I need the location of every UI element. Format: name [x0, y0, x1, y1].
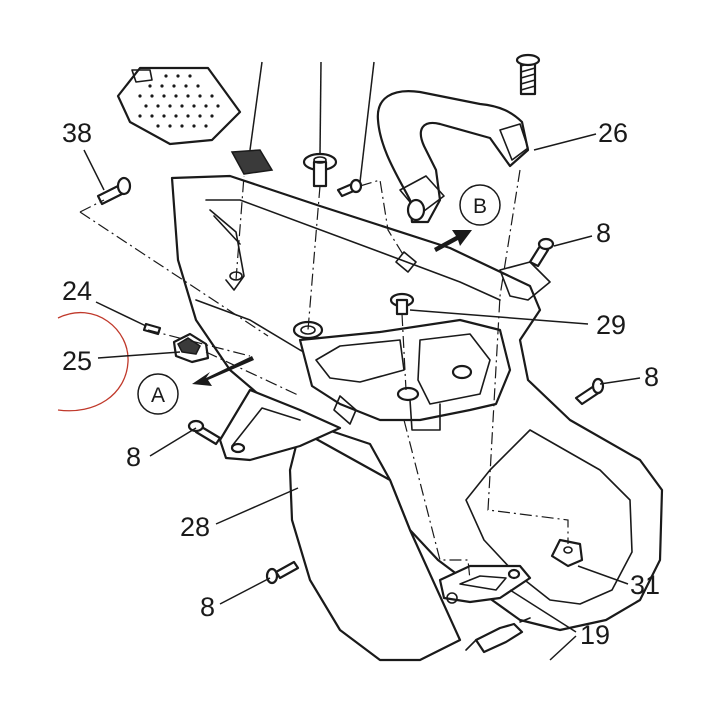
clip-31	[550, 538, 584, 568]
callout-38: 38	[62, 118, 92, 148]
view-marker-a-label: A	[151, 384, 165, 407]
callout-8-top-right: 8	[596, 218, 611, 248]
rubber-pad	[230, 149, 274, 175]
callout-19: 19	[580, 620, 610, 650]
grab-handle	[376, 90, 530, 224]
handle-bolt	[515, 53, 541, 96]
screw-38	[96, 176, 132, 206]
callout-28: 28	[180, 512, 210, 542]
callout-29: 29	[596, 310, 626, 340]
callout-24: 24	[62, 276, 92, 306]
view-marker-b-label: B	[473, 195, 487, 218]
callout-8-right: 8	[644, 362, 659, 392]
bolt-8-right	[574, 377, 605, 406]
callout-25: 25	[62, 346, 92, 376]
seat-pad	[116, 66, 242, 146]
clip-25	[172, 332, 210, 364]
callout-26: 26	[598, 118, 628, 148]
view-marker-a: A	[137, 373, 179, 415]
bolt-8-left	[187, 419, 222, 446]
tail-frame	[170, 174, 664, 662]
bolt-8-bottom	[265, 560, 300, 585]
highlight-arc	[57, 312, 129, 412]
bolt-8-top-right	[528, 237, 555, 268]
center-bolt	[302, 152, 338, 188]
callout-8-bottom: 8	[200, 592, 215, 622]
screw-top	[336, 178, 363, 198]
lock-mechanism	[438, 564, 532, 654]
arrow-b	[434, 230, 472, 252]
callout-31: 31	[630, 570, 660, 600]
callout-8-left: 8	[126, 442, 141, 472]
arrow-a	[192, 356, 254, 386]
side-cover	[218, 388, 342, 462]
view-marker-b: B	[459, 184, 501, 226]
